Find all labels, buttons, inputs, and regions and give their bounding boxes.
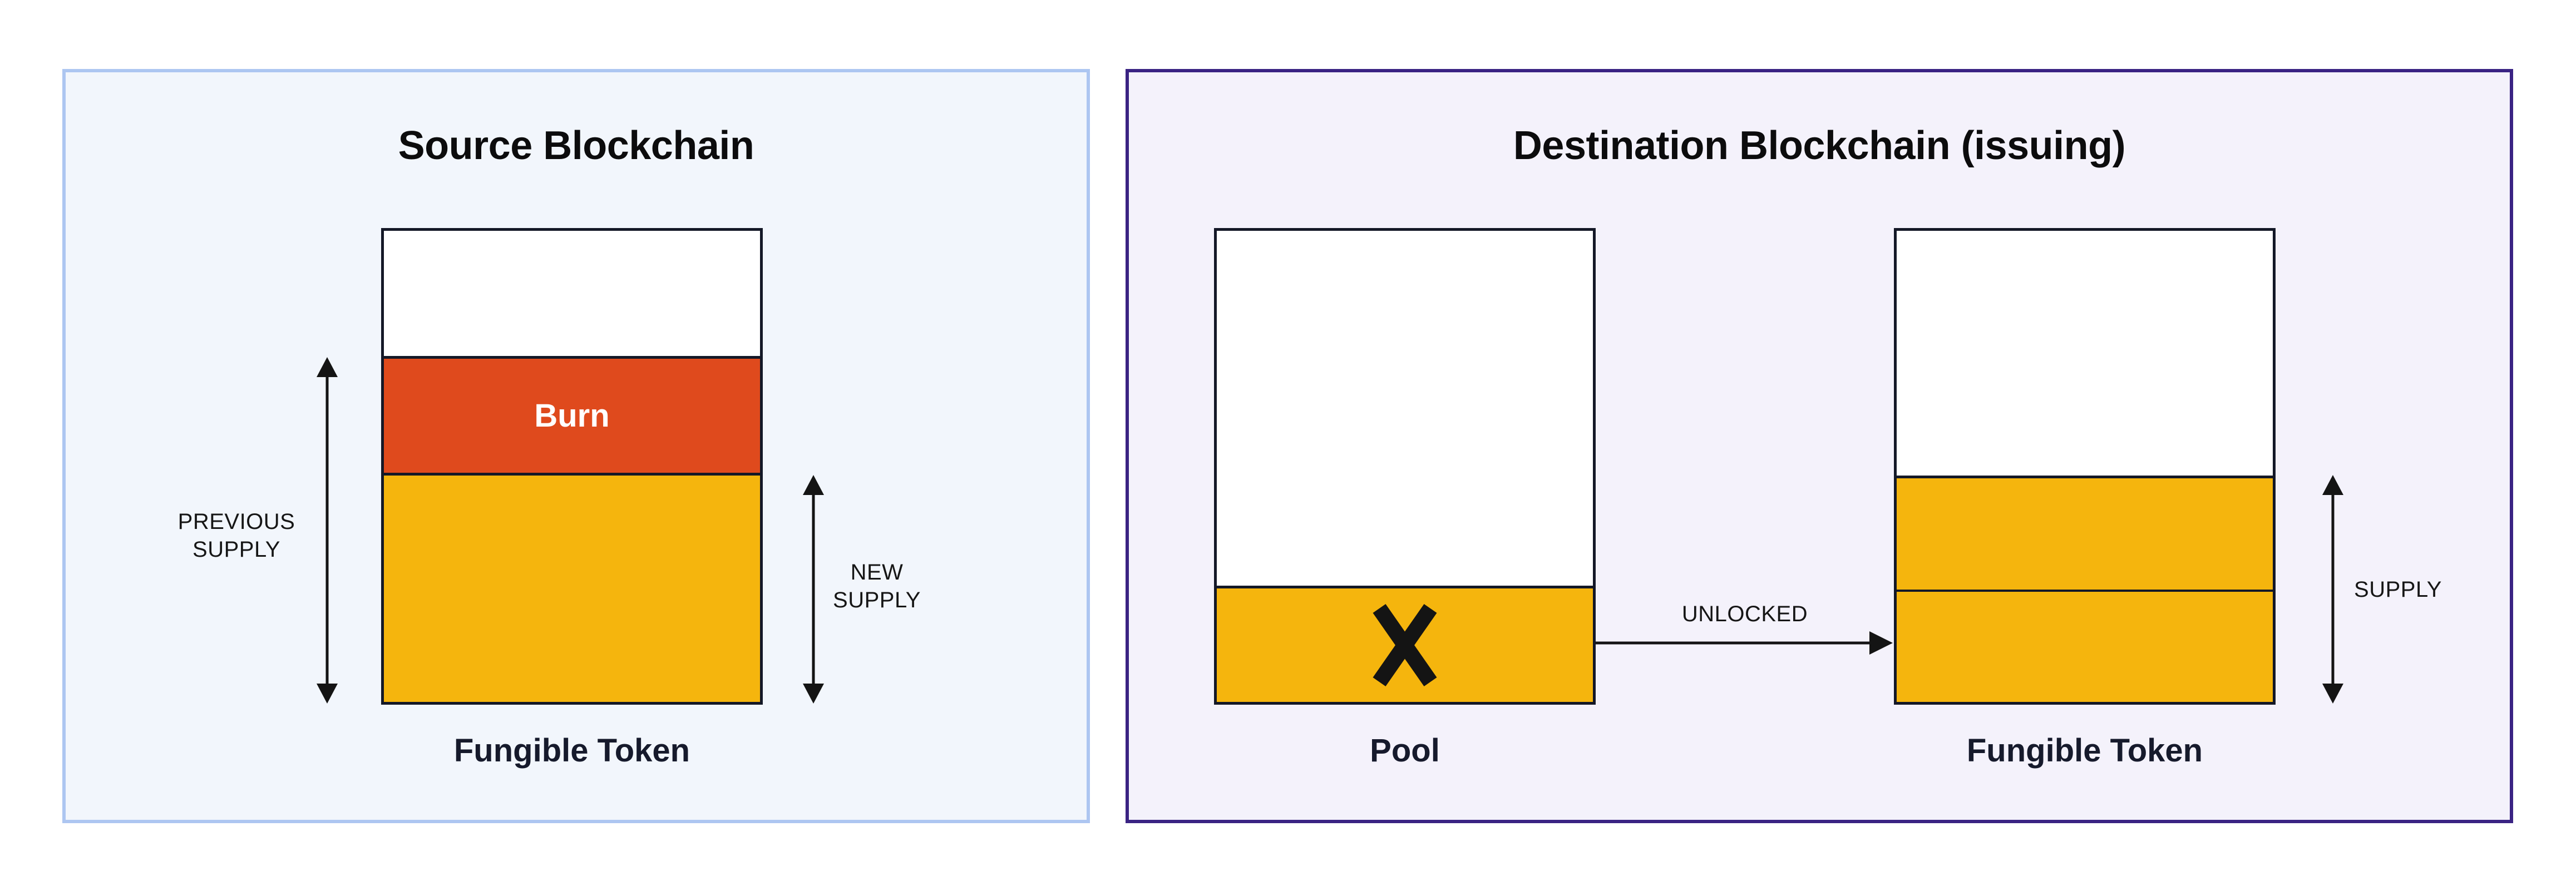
supply-segment-divider bbox=[1897, 590, 2273, 592]
x-cross-icon bbox=[1373, 603, 1437, 687]
source-bar-caption: Fungible Token bbox=[453, 732, 690, 769]
unlocked-label: UNLOCKED bbox=[1681, 602, 1808, 626]
unlocked-right-arrow bbox=[1596, 631, 1893, 655]
source-panel-title: Source Blockchain bbox=[398, 123, 754, 168]
pool-locked-segment bbox=[1217, 586, 1593, 702]
source-supply-segment bbox=[384, 476, 760, 702]
burn-segment-label: Burn bbox=[534, 398, 610, 434]
destination-token-bar bbox=[1894, 228, 2276, 705]
supply-label: SUPPLY bbox=[2354, 577, 2442, 602]
pool-bar bbox=[1214, 228, 1596, 705]
supply-range-arrow bbox=[2322, 475, 2343, 704]
previous-supply-label: PREVIOUS SUPPLY bbox=[177, 509, 295, 562]
destination-panel-title: Destination Blockchain (issuing) bbox=[1513, 123, 2126, 168]
previous-supply-range-arrow bbox=[317, 357, 338, 704]
destination-supply-segment bbox=[1897, 476, 2273, 702]
burn-segment: Burn bbox=[384, 356, 760, 476]
destination-bar-caption: Fungible Token bbox=[1966, 732, 2203, 769]
source-token-bar: Burn bbox=[381, 228, 763, 705]
pool-caption: Pool bbox=[1370, 732, 1440, 769]
new-supply-range-arrow bbox=[803, 475, 824, 704]
new-supply-label: NEW SUPPLY bbox=[833, 560, 921, 612]
